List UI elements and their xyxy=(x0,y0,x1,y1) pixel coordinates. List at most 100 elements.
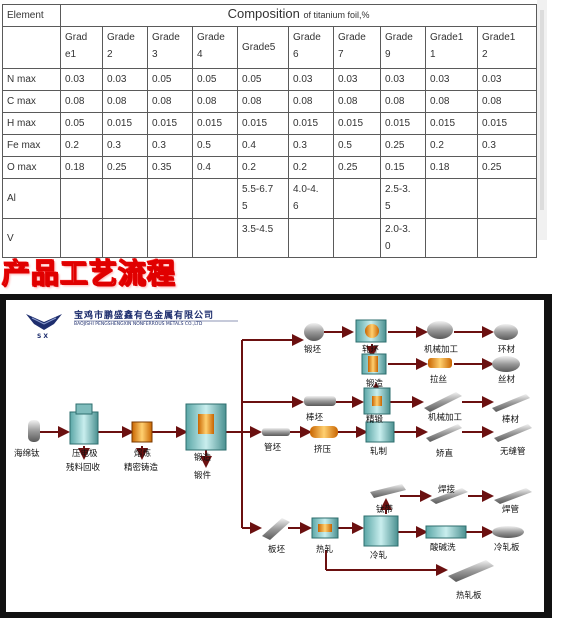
table-cell: 0.5 xyxy=(192,134,238,157)
grade-header-cell: Grade 4 xyxy=(192,26,238,69)
table-cell: 0.08 xyxy=(288,90,334,113)
cold-rolling-mill-icon xyxy=(363,515,399,547)
label-extrude: 挤压 xyxy=(314,444,332,455)
table-cell: 0.2 xyxy=(288,156,334,179)
table-cell xyxy=(425,218,478,258)
row-label: H max xyxy=(2,112,61,135)
table-cell xyxy=(102,218,148,258)
bar-product-icon xyxy=(492,394,530,412)
press-machine-icon xyxy=(69,411,99,445)
process-flow-diagram: S X 宝鸡市鹏盛鑫有色金属有限公司 BAOJISHI PENGSHENGXIN… xyxy=(0,294,552,618)
label-forge-blank: 锻坯 xyxy=(304,344,322,355)
label-slab: 板坯 xyxy=(268,544,286,555)
cold-rolled-plate-icon xyxy=(492,526,524,538)
table-cell: 0.03 xyxy=(380,68,426,91)
company-logo: S X 宝鸡市鹏盛鑫有色金属有限公司 BAOJISHI PENGSHENGXIN… xyxy=(26,309,238,340)
row-label: C max xyxy=(2,90,61,113)
table-cell: 0.08 xyxy=(102,90,148,113)
welding-icon xyxy=(430,488,468,504)
grade-row-spacer xyxy=(2,26,61,69)
table-cell xyxy=(333,178,381,219)
scrollbar[interactable] xyxy=(537,0,547,240)
ring-product-icon xyxy=(494,324,518,340)
label-hot-plate: 热轧板 xyxy=(456,590,482,601)
label-casting: 精密铸造 xyxy=(124,462,159,473)
element-header: Element xyxy=(2,4,61,27)
table-cell: 0.08 xyxy=(380,90,426,113)
table-cell: 0.03 xyxy=(333,68,381,91)
table-cell: 2.5-3. 5 xyxy=(380,178,426,219)
grade-header-cell: Grade1 1 xyxy=(425,26,478,69)
table-cell: 0.03 xyxy=(60,68,103,91)
grade-header-cell: Grade 3 xyxy=(147,26,193,69)
flow-connectors xyxy=(40,326,494,576)
titanium-strip-icon xyxy=(370,484,406,498)
grade-header-cell: Grade5 xyxy=(237,26,289,69)
composition-title: Composition xyxy=(227,6,300,21)
grade-header-cell: Grad e1 xyxy=(60,26,103,69)
logo-chinese-name: 宝鸡市鹏盛鑫有色金属有限公司 xyxy=(74,309,214,321)
label-melt: 熔炼 xyxy=(134,448,152,459)
table-cell: 0.05 xyxy=(60,112,103,135)
sponge-icon xyxy=(28,420,40,442)
table-cell: 0.2 xyxy=(60,134,103,157)
table-cell: 0.08 xyxy=(333,90,381,113)
straightening-icon xyxy=(426,424,462,442)
label-strip: 钛带 xyxy=(376,504,394,515)
hot-rolled-plate-icon xyxy=(448,560,494,582)
rod-blank-icon xyxy=(304,396,336,406)
table-cell: 5.5-6.7 5 xyxy=(237,178,289,219)
table-cell: 0.35 xyxy=(147,156,193,179)
furnace-icon xyxy=(131,421,153,443)
label-hot-roll: 热轧 xyxy=(316,544,334,555)
composition-table-panel: Element Composition of titanium foil,% G… xyxy=(2,4,538,258)
table-cell xyxy=(102,178,148,219)
table-cell: 0.2 xyxy=(425,134,478,157)
label-ring: 环材 xyxy=(498,344,516,355)
grade-header-cell: Grade 7 xyxy=(333,26,381,69)
table-cell xyxy=(192,178,238,219)
label-bar: 棒材 xyxy=(502,414,520,425)
table-cell: 0.015 xyxy=(147,112,193,135)
label-drawing: 拉丝 xyxy=(430,374,448,385)
flow-canvas: S X 宝鸡市鹏盛鑫有色金属有限公司 BAOJISHI PENGSHENGXIN… xyxy=(6,300,544,612)
table-header-row: Element Composition of titanium foil,% xyxy=(2,4,538,27)
scrollbar-thumb[interactable] xyxy=(540,10,544,210)
label-seamless: 无缝管 xyxy=(500,446,526,457)
label-scrap: 残料回收 xyxy=(66,462,101,473)
table-cell: 0.03 xyxy=(288,68,334,91)
label-straight: 矫直 xyxy=(436,448,454,459)
machined-bar-icon xyxy=(424,392,462,412)
table-cell: 0.4 xyxy=(237,134,289,157)
composition-header: Composition of titanium foil,% xyxy=(59,4,538,27)
table-cell: 0.2 xyxy=(237,156,289,179)
table-cell: 0.03 xyxy=(102,68,148,91)
table-cell: 0.08 xyxy=(237,90,289,113)
label-cold-plate: 冷轧板 xyxy=(494,542,520,553)
table-cell: 0.05 xyxy=(192,68,238,91)
forge-blank-icon xyxy=(304,323,324,341)
row-label: N max xyxy=(2,68,61,91)
table-cell: 4.0-4. 6 xyxy=(288,178,334,219)
table-cell: 0.25 xyxy=(380,134,426,157)
table-cell xyxy=(288,218,334,258)
table-cell xyxy=(147,178,193,219)
table-cell xyxy=(333,218,381,258)
label-press: 压电极 xyxy=(72,448,98,459)
logo-mark: S X xyxy=(37,333,48,340)
label-tube-blank: 管坯 xyxy=(264,442,282,453)
table-cell: 0.3 xyxy=(288,134,334,157)
row-label: O max xyxy=(2,156,61,179)
row-label: V xyxy=(2,218,61,258)
table-cell: 0.015 xyxy=(192,112,238,135)
tube-blank-icon xyxy=(262,428,290,436)
flow-icons xyxy=(28,319,532,582)
table-cell xyxy=(192,218,238,258)
extrusion-icon xyxy=(310,426,338,438)
label-cold-roll: 冷轧 xyxy=(370,550,388,561)
